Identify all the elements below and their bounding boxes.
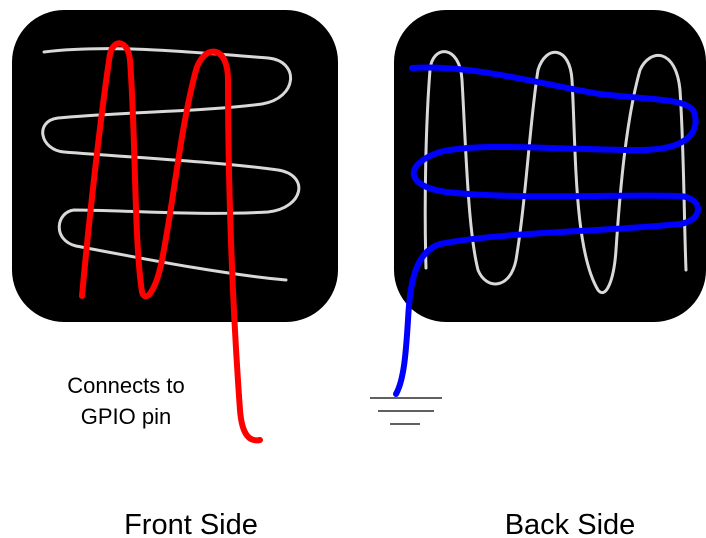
front-red-wire xyxy=(79,40,263,444)
back-panel xyxy=(393,10,706,397)
front-serpentine-trace xyxy=(41,47,301,282)
gpio-annotation-line-1: Connects to xyxy=(67,373,184,398)
front-side-title: Front Side xyxy=(124,509,258,538)
back-blue-wire xyxy=(393,64,701,397)
gpio-annotation-line-2: GPIO pin xyxy=(81,404,171,429)
back-side-title: Back Side xyxy=(505,509,636,538)
back-serpentine-trace xyxy=(423,50,688,294)
front-panel xyxy=(12,10,338,444)
ground-symbol-icon xyxy=(370,397,442,425)
